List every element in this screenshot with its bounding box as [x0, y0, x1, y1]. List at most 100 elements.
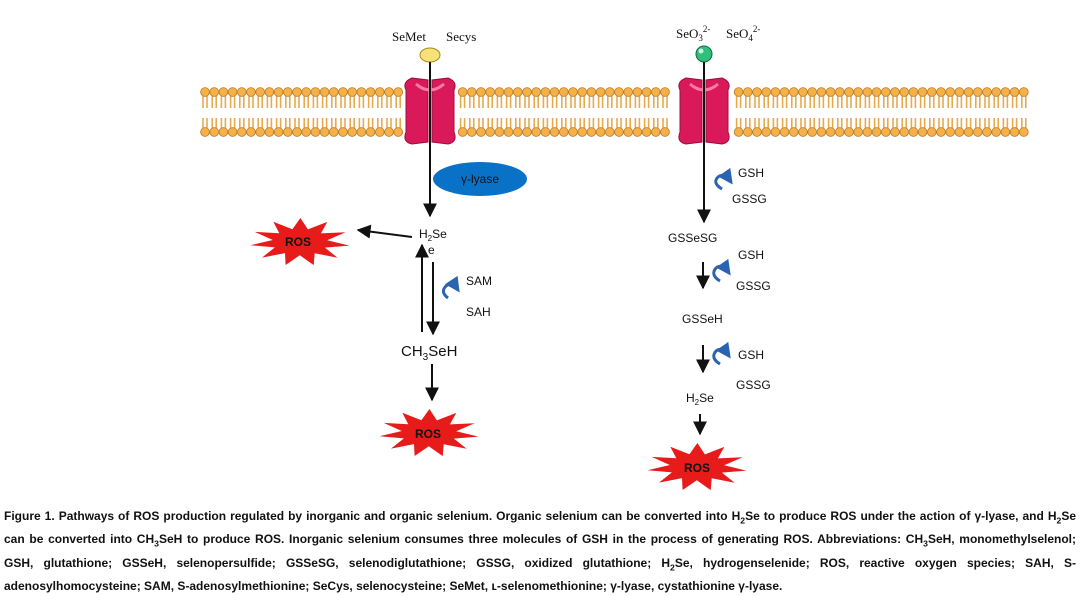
gamma-lyase-enzyme [433, 162, 527, 196]
lipid-head [798, 127, 808, 137]
lipid-head [632, 87, 643, 97]
lipid-head [595, 87, 606, 97]
label-h2se-left: H2Se [419, 227, 447, 243]
lipid-head [991, 127, 1001, 137]
gsh-curl-arrow-2 [712, 258, 731, 283]
lipid-head [549, 87, 560, 97]
lipid-head [512, 127, 523, 137]
label-gsh-2: GSH [738, 248, 764, 262]
lipid-head [595, 127, 606, 137]
lipid-head [282, 87, 293, 97]
lipid-head [632, 127, 643, 137]
lipid-head [255, 127, 266, 137]
lipid-head [853, 127, 863, 137]
organic-selenium-ball [419, 47, 441, 63]
lipid-head [816, 127, 827, 137]
caption-text: Figure 1. Pathways of ROS production reg… [4, 509, 1076, 594]
lipid-head [246, 87, 256, 97]
lipid-head [733, 127, 744, 137]
lipid-head [549, 127, 560, 137]
ros-burst-left-bottom [379, 409, 479, 457]
lipid-head [761, 87, 771, 97]
ros-burst-shape [250, 218, 350, 266]
lipid-head [936, 87, 946, 97]
lipid-head [650, 87, 661, 97]
ros-burst-right [647, 443, 747, 491]
lipid-head [494, 127, 505, 137]
lipid-head [522, 87, 532, 97]
figure-caption: Figure 1. Pathways of ROS production reg… [4, 507, 1076, 596]
lipid-head [604, 87, 615, 97]
lipid-head [476, 87, 486, 97]
lipid-head [457, 87, 468, 97]
label-gssg-2: GSSG [736, 279, 771, 293]
lipid-head [752, 127, 762, 137]
lipid-head [604, 127, 615, 137]
lipid-head [807, 127, 817, 137]
lipid-head [503, 87, 514, 97]
ros-burst-shape [379, 409, 479, 457]
label-gsseh: GSSeH [682, 312, 723, 326]
lipid-head [319, 127, 330, 137]
lipid-head [577, 87, 587, 97]
lipid-head [466, 87, 477, 97]
arrow-to-ros-left [356, 224, 413, 239]
lipid-head [338, 127, 348, 137]
lipid-head [899, 87, 909, 97]
lipid-head [577, 127, 587, 137]
lipid-head [365, 127, 376, 137]
lipid-head [936, 127, 946, 137]
label-h2se-left-e: e [428, 243, 435, 257]
sam-sah-curl-arrow [441, 275, 460, 300]
pathway-figure: SeMet Secys SeO32- SeO42- γ-lyase H2Se e… [200, 24, 1029, 491]
lipid-head [807, 87, 817, 97]
lipid-head [926, 127, 937, 137]
lipid-head [742, 87, 753, 97]
label-gssg-1: GSSG [732, 192, 767, 206]
lipid-head [568, 127, 578, 137]
lipid-head [292, 127, 302, 137]
lipid-head [972, 87, 983, 97]
label-gamma-lyase: γ-lyase [461, 172, 499, 186]
lipid-head [798, 87, 808, 97]
lipid-head [963, 87, 974, 97]
lipid-head [568, 87, 578, 97]
lipid-head [466, 127, 477, 137]
lipid-head [264, 87, 275, 97]
lipid-head [880, 127, 891, 137]
lipid-head [301, 87, 312, 97]
lipid-head [853, 87, 863, 97]
lipid-head [641, 127, 652, 137]
lipid-head [310, 87, 321, 97]
lipid-head [365, 87, 376, 97]
lipid-head [328, 87, 339, 97]
lipid-head [558, 87, 569, 97]
lipid-head [844, 87, 854, 97]
lipid-head [908, 127, 919, 137]
lipid-head [650, 127, 661, 137]
lipid-head [586, 127, 597, 137]
lipid-head [356, 87, 367, 97]
lipid-head [273, 127, 284, 137]
lipid-head [328, 127, 339, 137]
lipid-head [1009, 87, 1020, 97]
lipid-head [558, 127, 569, 137]
lipid-head [457, 127, 468, 137]
lipid-head [991, 87, 1001, 97]
lipid-head [641, 87, 652, 97]
cell-membrane [200, 87, 1029, 137]
lipid-head [1009, 127, 1020, 137]
lipid-head [1018, 127, 1029, 137]
lipid-head [982, 87, 992, 97]
lipid-head [825, 127, 836, 137]
label-gsh-3: GSH [738, 348, 764, 362]
inorganic-transporter-channel [678, 77, 730, 145]
lipid-head [586, 87, 597, 97]
lipid-head [825, 87, 836, 97]
lipid-head [273, 87, 284, 97]
lipid-head [319, 87, 330, 97]
label-gssg-3: GSSG [736, 378, 771, 392]
lipid-head [862, 127, 873, 137]
label-seo3: SeO32- [676, 24, 710, 43]
ros-burst-shape [647, 443, 747, 491]
